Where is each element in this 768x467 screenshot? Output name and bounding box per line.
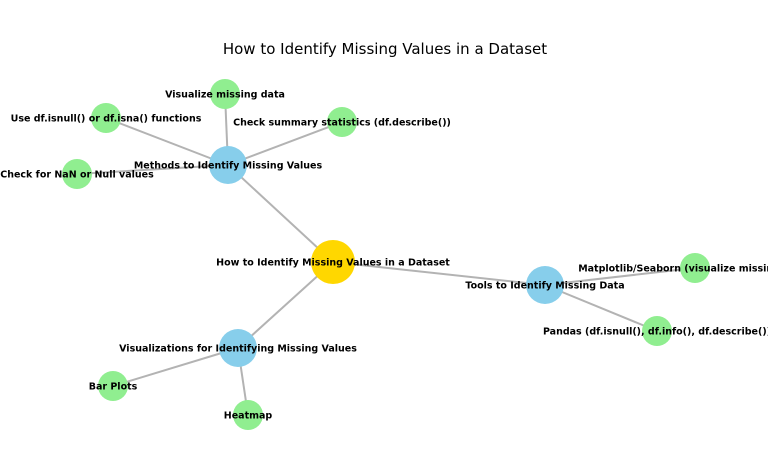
edge-visualizations-barplots [112,347,239,387]
node-label-root: How to Identify Missing Values in a Data… [216,258,450,269]
node-visualizations [219,329,257,367]
node-heatmap [233,400,263,430]
edge-methods-isnull [105,117,229,166]
edges-layer [76,93,696,416]
node-label-summary: Check summary statistics (df.describe()) [233,118,451,129]
node-matplotlib [680,253,710,283]
node-label-isnull: Use df.isnull() or df.isna() functions [11,114,202,125]
node-tools [526,266,564,304]
node-label-nan: Check for NaN or Null values [0,170,154,181]
node-label-barplots: Bar Plots [89,382,138,393]
edge-methods-nan [76,164,229,175]
nodes-layer [62,79,710,430]
edge-tools-pandas [544,284,658,332]
labels-layer: How to Identify Missing Values in a Data… [0,90,768,422]
node-isnull [91,103,121,133]
node-barplots [98,371,128,401]
edge-tools-matplotlib [544,267,696,286]
node-pandas [642,316,672,346]
node-label-visualize: Visualize missing data [165,90,285,101]
node-root [311,240,355,284]
node-label-matplotlib: Matplotlib/Seaborn (visualize missing da… [578,264,768,275]
node-label-tools: Tools to Identify Missing Data [465,281,624,292]
node-nan [62,159,92,189]
edge-methods-summary [227,121,343,166]
node-label-methods: Methods to Identify Missing Values [134,161,323,172]
node-label-heatmap: Heatmap [224,411,273,422]
edge-root-methods [227,164,334,263]
diagram-title: How to Identify Missing Values in a Data… [223,40,547,58]
node-methods [209,146,247,184]
node-summary [327,107,357,137]
node-label-visualizations: Visualizations for Identifying Missing V… [119,344,357,355]
edge-root-tools [332,261,546,286]
node-label-pandas: Pandas (df.isnull(), df.info(), df.descr… [543,327,768,338]
node-visualize [210,79,240,109]
